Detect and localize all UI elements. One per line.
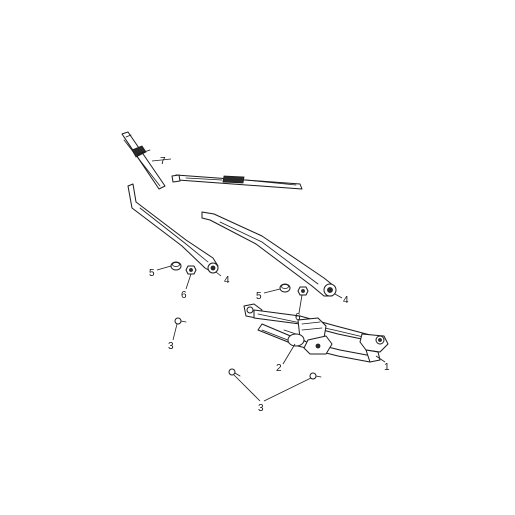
leader-1 xyxy=(375,355,386,363)
leader-3-single xyxy=(172,323,178,341)
wiper-blade-left xyxy=(121,131,166,190)
leader-5-left xyxy=(156,265,172,271)
leader-4-right xyxy=(334,293,343,299)
callout-4-right: 4 xyxy=(343,295,349,306)
leader-2 xyxy=(282,343,296,365)
cap-right xyxy=(279,283,291,293)
callout-7: 7 xyxy=(160,156,166,167)
leader-4-left xyxy=(215,271,222,277)
bolt-lower-left xyxy=(228,368,241,377)
leader-3-pair-right xyxy=(263,377,312,402)
nut-right xyxy=(297,286,309,296)
leader-3-pair-left xyxy=(233,374,261,402)
callout-5-right: 5 xyxy=(256,291,262,302)
leader-6-left xyxy=(185,273,192,290)
nut-left xyxy=(185,265,197,275)
bolt-lower-right xyxy=(309,372,322,380)
callout-4-left: 4 xyxy=(224,275,230,286)
leader-lines xyxy=(151,158,386,402)
bolt-single xyxy=(174,317,187,325)
callout-1: 1 xyxy=(384,362,390,373)
leader-7 xyxy=(151,158,172,162)
callout-2: 2 xyxy=(276,363,282,374)
wiper-motor xyxy=(283,317,333,355)
callout-3-single: 3 xyxy=(168,341,174,352)
callout-labels: 7 5 6 4 3 5 6 4 2 1 3 xyxy=(149,156,390,414)
wiper-blade-right xyxy=(171,174,303,190)
leader-6-right xyxy=(298,294,303,314)
callout-5-left: 5 xyxy=(149,268,155,279)
wiper-arm-left xyxy=(127,183,219,274)
callout-6-right: 6 xyxy=(295,312,301,323)
callout-6-left: 6 xyxy=(181,290,187,301)
cap-left xyxy=(170,261,182,271)
leader-5-right xyxy=(263,288,281,294)
callout-3-pair: 3 xyxy=(258,403,264,414)
wiper-arm-right xyxy=(201,211,337,297)
